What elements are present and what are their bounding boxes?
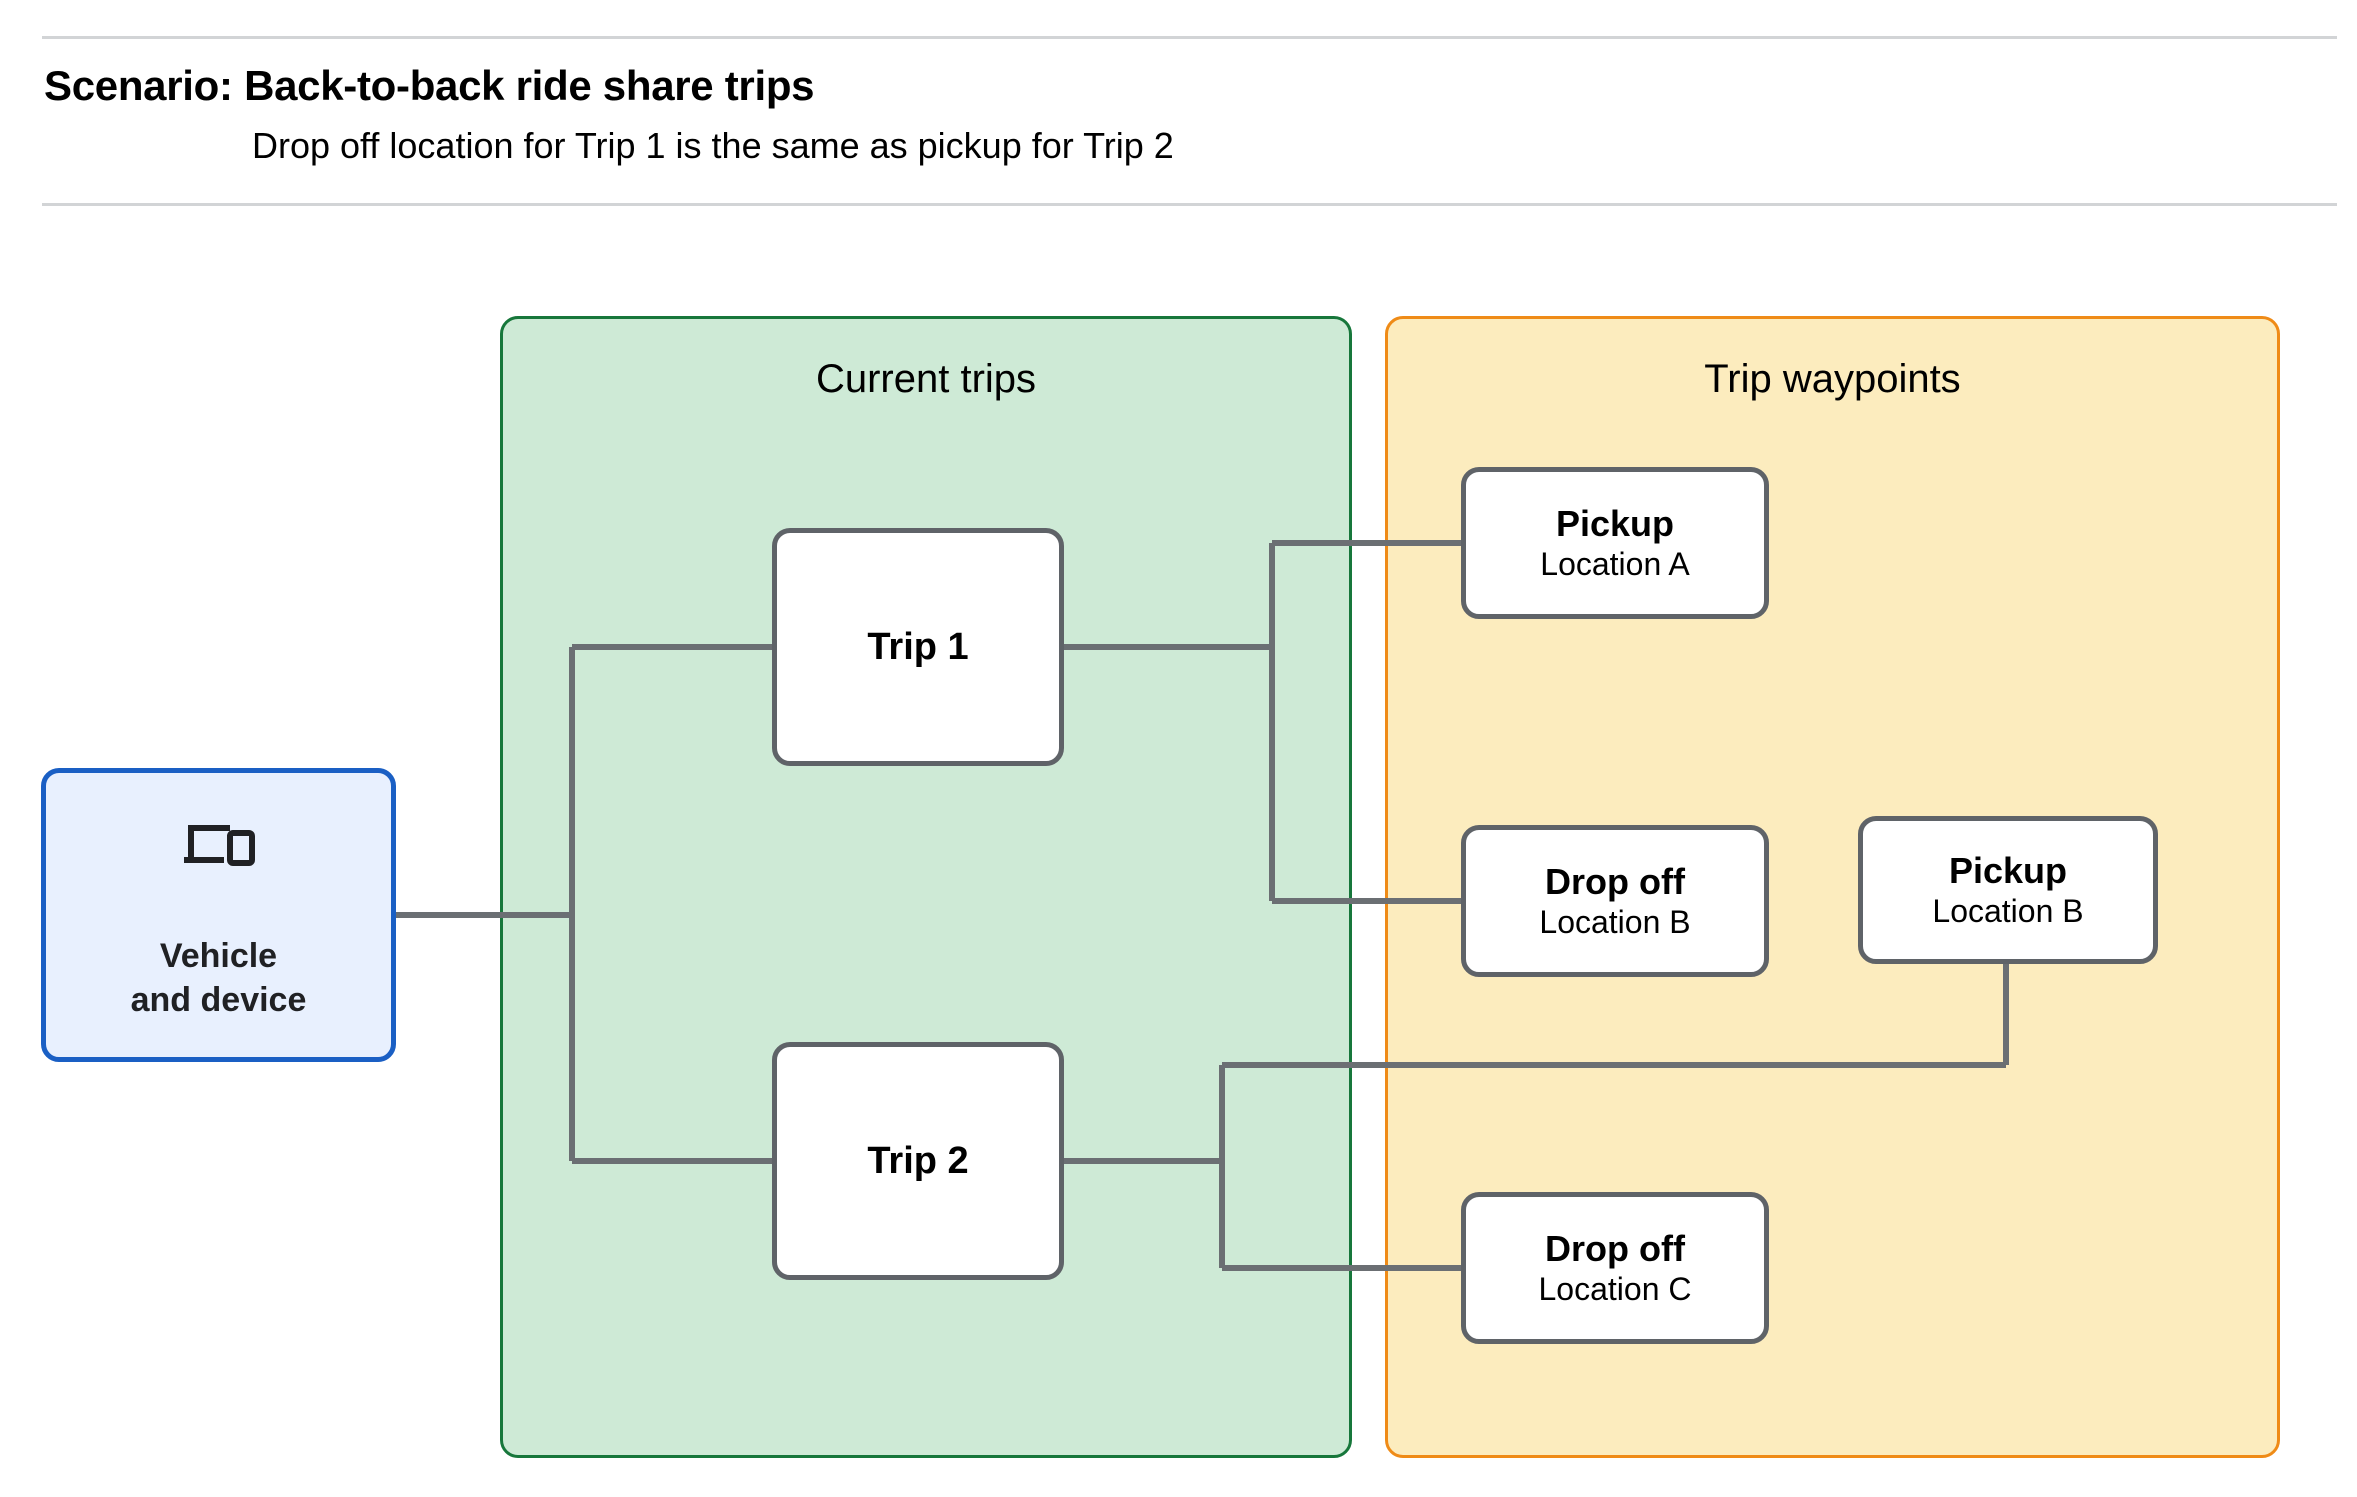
header-divider-bottom xyxy=(42,203,2337,206)
waypoint-type: Pickup xyxy=(1555,502,1675,544)
waypoint-type: Pickup xyxy=(1948,849,2068,891)
waypoint-node-pickup-a[interactable]: Pickup Location A xyxy=(1461,467,1769,619)
waypoint-location: Location C xyxy=(1538,1271,1692,1308)
page-title: Scenario: Back-to-back ride share trips xyxy=(44,62,815,109)
vehicle-and-device-node[interactable]: Vehicle and device xyxy=(41,768,396,1062)
devices-icon xyxy=(183,825,255,866)
waypoint-node-dropoff-b[interactable]: Drop off Location B xyxy=(1461,825,1769,977)
trip-node-2-label: Trip 2 xyxy=(867,1139,969,1182)
panel-current-trips: Current trips xyxy=(500,316,1352,1458)
trip-node-2[interactable]: Trip 2 xyxy=(772,1042,1064,1280)
panel-trip-waypoints-title: Trip waypoints xyxy=(1704,357,1961,401)
waypoint-location: Location A xyxy=(1540,546,1690,583)
waypoint-type: Drop off xyxy=(1545,860,1685,902)
vehicle-and-device-label: Vehicle and device xyxy=(130,937,307,1019)
panel-current-trips-title: Current trips xyxy=(815,357,1037,401)
trip-node-1[interactable]: Trip 1 xyxy=(772,528,1064,766)
page-subtitle: Drop off location for Trip 1 is the same… xyxy=(252,125,1174,166)
waypoint-location: Location B xyxy=(1539,904,1691,941)
header-divider-top xyxy=(42,36,2337,39)
waypoint-node-dropoff-c[interactable]: Drop off Location C xyxy=(1461,1192,1769,1344)
waypoint-type: Drop off xyxy=(1545,1227,1685,1269)
waypoint-node-pickup-b[interactable]: Pickup Location B xyxy=(1858,816,2158,964)
trip-node-1-label: Trip 1 xyxy=(867,625,969,668)
waypoint-location: Location B xyxy=(1932,893,2084,930)
